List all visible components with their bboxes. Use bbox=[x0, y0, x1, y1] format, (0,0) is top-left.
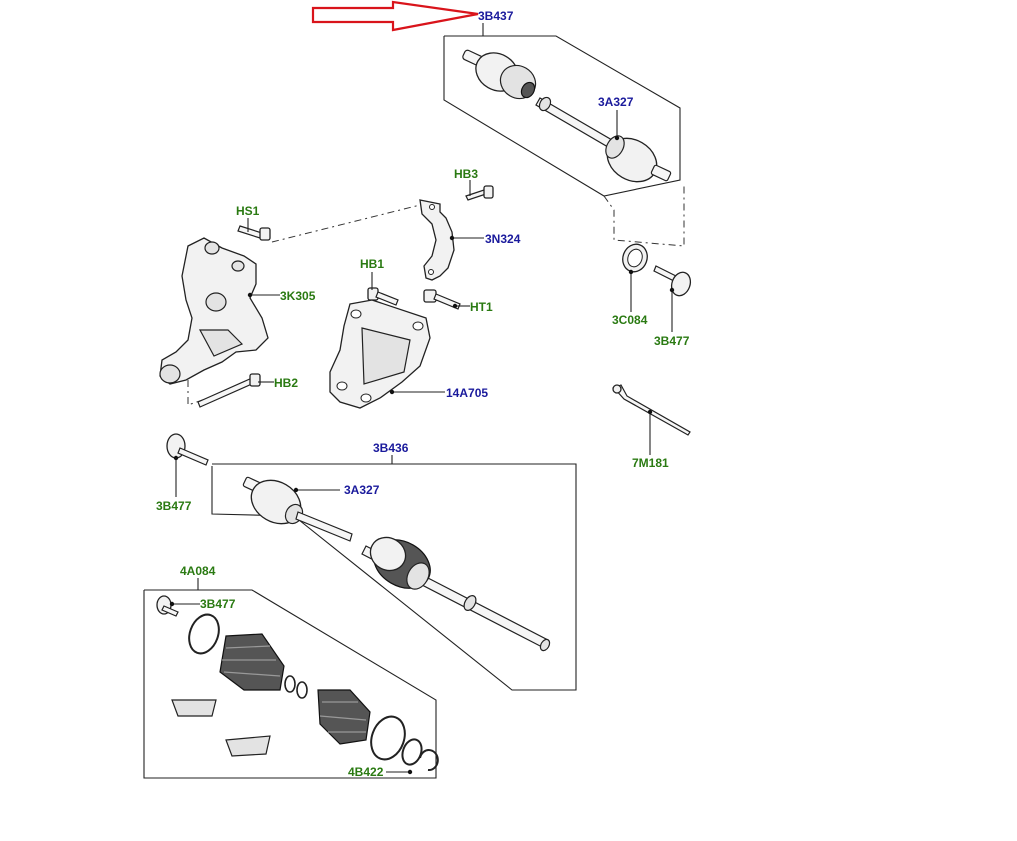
label-3b477-right: 3B477 bbox=[654, 334, 690, 348]
frame-3b436 bbox=[211, 463, 577, 691]
bolt-3b477-right-part bbox=[653, 265, 692, 297]
label-hb3: HB3 bbox=[454, 167, 478, 181]
label-4b422: 4B422 bbox=[348, 765, 384, 779]
red-indicator-arrow bbox=[311, 0, 479, 32]
bolt-hb3-part bbox=[465, 185, 494, 201]
label-hs1: HS1 bbox=[236, 204, 260, 218]
label-4a084: 4A084 bbox=[180, 564, 216, 578]
bolt-hb2-part bbox=[197, 373, 261, 408]
dashed-link-hs1 bbox=[271, 204, 421, 243]
frame-4a084 bbox=[143, 589, 437, 779]
bolt-3b477-left-part bbox=[166, 433, 209, 466]
bolt-hs1-part bbox=[237, 225, 271, 241]
sensor-7m181-part bbox=[612, 384, 691, 436]
label-ht1: HT1 bbox=[470, 300, 493, 314]
top-driveshaft-part bbox=[462, 49, 672, 183]
dashed-link-frame bbox=[603, 184, 685, 247]
label-3c084: 3C084 bbox=[612, 313, 648, 327]
boot-kit-parts bbox=[156, 595, 439, 772]
bracket-14a705-part bbox=[329, 299, 431, 409]
label-3b436: 3B436 bbox=[373, 441, 409, 455]
strap-3n324-part bbox=[419, 199, 455, 281]
label-hb2: HB2 bbox=[274, 376, 298, 390]
label-7m181: 7M181 bbox=[632, 456, 669, 470]
label-3b477-kit: 3B477 bbox=[200, 597, 236, 611]
label-3b477-left: 3B477 bbox=[156, 499, 192, 513]
washer-3c084-part bbox=[622, 243, 648, 273]
bracket-3k305-part bbox=[159, 237, 269, 385]
label-hb1: HB1 bbox=[360, 257, 384, 271]
label-3b437: 3B437 bbox=[478, 9, 514, 23]
label-3a327-top: 3A327 bbox=[598, 95, 634, 109]
middle-driveshaft-part bbox=[242, 476, 551, 652]
label-3a327-mid: 3A327 bbox=[344, 483, 380, 497]
label-3n324: 3N324 bbox=[485, 232, 521, 246]
frame-3b437 bbox=[443, 35, 681, 197]
label-3k305: 3K305 bbox=[280, 289, 316, 303]
label-14a705: 14A705 bbox=[446, 386, 488, 400]
bolt-hb1-part bbox=[367, 287, 399, 306]
